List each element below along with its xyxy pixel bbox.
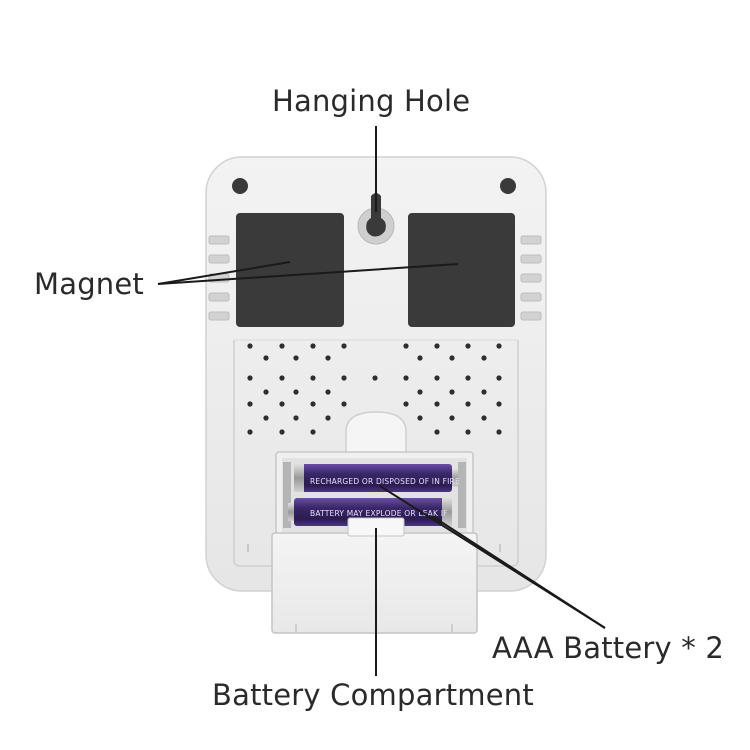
vent-dot xyxy=(481,355,487,361)
vent-dot xyxy=(279,401,285,407)
battery-1-print: RECHARGED OR DISPOSED OF IN FIRE xyxy=(310,477,460,486)
vent-slots-left xyxy=(208,235,230,321)
vent-dot xyxy=(496,401,502,407)
battery-contact-left xyxy=(283,462,291,528)
vent-dot xyxy=(325,415,331,421)
label-aaa-battery: AAA Battery * 2 xyxy=(492,631,725,665)
vent-dot xyxy=(310,429,316,435)
vent-dot xyxy=(279,343,285,349)
vent-dot xyxy=(279,375,285,381)
magnet-right xyxy=(408,213,515,327)
vent-dot xyxy=(465,401,471,407)
vent-dot xyxy=(449,389,455,395)
vent-dot xyxy=(496,429,502,435)
vent-dot xyxy=(293,415,299,421)
vent-dot xyxy=(417,355,423,361)
vent-dot xyxy=(310,343,316,349)
vent-dot-grid xyxy=(247,343,502,435)
vent-dot xyxy=(417,389,423,395)
vent-dot xyxy=(434,401,440,407)
vent-dot xyxy=(465,429,471,435)
vent-dot xyxy=(341,401,347,407)
battery-contact-right xyxy=(458,462,466,528)
vent-dot xyxy=(247,401,253,407)
vent-dot xyxy=(449,415,455,421)
vent-dot xyxy=(341,375,347,381)
vent-dot xyxy=(465,343,471,349)
battery-2-print: BATTERY MAY EXPLODE OR LEAK IF xyxy=(310,509,448,518)
vent-dot xyxy=(496,375,502,381)
vent-dot xyxy=(247,429,253,435)
label-battery-compartment: Battery Compartment xyxy=(212,678,534,712)
vent-dot xyxy=(247,375,253,381)
vent-dot xyxy=(341,343,347,349)
magnet-left xyxy=(236,213,344,327)
vent-dot xyxy=(417,415,423,421)
vent-dot xyxy=(263,389,269,395)
vent-dot xyxy=(263,415,269,421)
vent-dot xyxy=(496,343,502,349)
leader-lines xyxy=(157,126,606,676)
screw-hole-right xyxy=(500,178,516,194)
vent-dot xyxy=(310,401,316,407)
leader-magnet-right xyxy=(157,263,459,285)
vent-dot xyxy=(481,415,487,421)
vent-dot xyxy=(310,375,316,381)
vent-dot xyxy=(263,355,269,361)
hanging-hole xyxy=(366,193,386,237)
vent-dot xyxy=(434,343,440,349)
label-hanging-hole: Hanging Hole xyxy=(272,84,471,118)
vent-dot xyxy=(403,343,409,349)
vent-dot xyxy=(325,355,331,361)
aaa-battery-2: BATTERY MAY EXPLODE OR LEAK IF xyxy=(288,498,452,526)
vent-slots-right xyxy=(520,235,542,321)
compartment-tab xyxy=(345,411,407,461)
vent-dot xyxy=(465,375,471,381)
vent-dot xyxy=(293,389,299,395)
vent-dot xyxy=(325,389,331,395)
leader-magnet-left xyxy=(157,261,291,285)
vent-dot xyxy=(434,429,440,435)
vent-dot xyxy=(372,375,378,381)
battery-cover xyxy=(271,532,478,634)
vent-dot xyxy=(434,375,440,381)
vent-dot xyxy=(449,355,455,361)
vent-dot xyxy=(247,343,253,349)
screw-hole-left xyxy=(232,178,248,194)
vent-dot xyxy=(481,389,487,395)
vent-dot xyxy=(293,355,299,361)
aaa-battery-1: RECHARGED OR DISPOSED OF IN FIRE xyxy=(294,464,460,492)
leader-battery-2 xyxy=(431,515,606,629)
label-magnet: Magnet xyxy=(34,267,144,301)
vent-dot xyxy=(279,429,285,435)
vent-dot xyxy=(403,375,409,381)
vent-dot xyxy=(403,401,409,407)
